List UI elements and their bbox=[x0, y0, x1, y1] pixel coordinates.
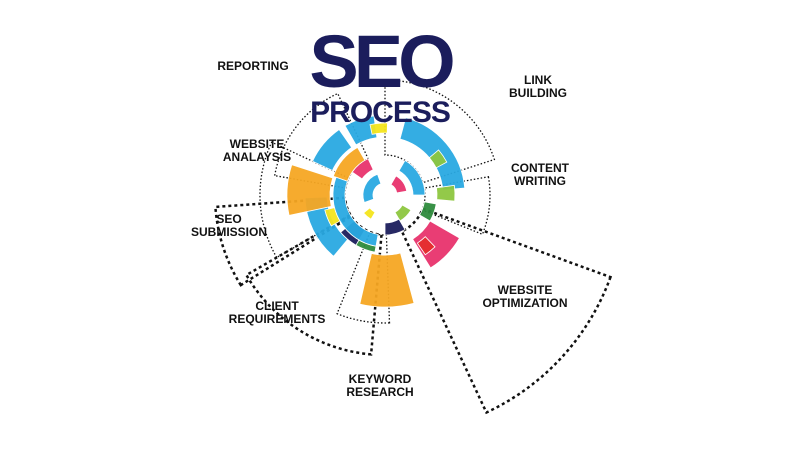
ring-segment-10 bbox=[436, 184, 456, 202]
outline-seo-submission bbox=[214, 196, 353, 287]
ring-segment-14 bbox=[384, 218, 406, 236]
outline-keyword-research bbox=[336, 231, 391, 324]
label-reporting: REPORTING bbox=[217, 59, 289, 73]
ring-segment-1 bbox=[399, 117, 466, 191]
ring-segment-21 bbox=[398, 159, 426, 196]
ring-segment-8 bbox=[412, 220, 461, 269]
label-client-requirements: CLIENT REQUIREMENTS bbox=[228, 299, 326, 326]
label-content-writing: CONTENT WRITING bbox=[511, 161, 569, 188]
ring-segment-5 bbox=[359, 252, 415, 308]
ring-segment-6 bbox=[286, 164, 334, 216]
ring-segment-20 bbox=[332, 176, 379, 247]
ring-segment-7 bbox=[332, 146, 366, 182]
outline-client-requirements bbox=[244, 213, 383, 356]
label-website-analysis: WEBSITE ANALAYSIS bbox=[222, 137, 292, 164]
ring-segment-16 bbox=[419, 201, 437, 222]
ring-segment-12 bbox=[394, 204, 412, 222]
outline-website-optimization bbox=[400, 207, 613, 415]
label-keyword-research: KEYWORD RESEARCH bbox=[346, 372, 414, 399]
colored-ring-segments bbox=[286, 115, 466, 308]
ring-segment-11 bbox=[428, 149, 448, 169]
ring-segment-24 bbox=[416, 236, 436, 256]
label-link-building: LINK BUILDING bbox=[509, 73, 567, 100]
ring-segment-9 bbox=[351, 158, 374, 180]
title-process: PROCESS bbox=[310, 96, 451, 129]
ring-segment-22 bbox=[362, 173, 382, 204]
ring-segment-19 bbox=[363, 207, 376, 220]
label-seo-submission: SEO SUBMISSION bbox=[190, 212, 267, 239]
ring-segment-3 bbox=[311, 128, 353, 172]
ring-segment-18 bbox=[369, 122, 388, 135]
outline-reporting bbox=[273, 92, 369, 189]
label-website-optimization: WEBSITE OPTIMIZATION bbox=[482, 283, 568, 310]
ring-segment-23 bbox=[390, 175, 408, 194]
title-seo: SEO bbox=[309, 20, 455, 103]
